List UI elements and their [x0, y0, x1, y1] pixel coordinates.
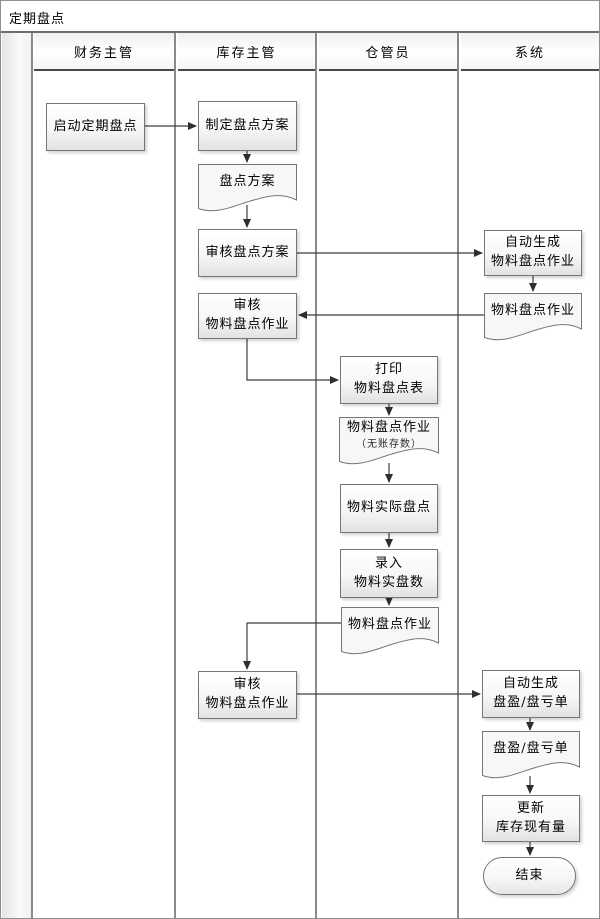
node-review-job-2-line1: 审核 — [233, 677, 262, 693]
node-auto-gen-job-line1: 自动生成 — [504, 235, 561, 251]
node-review-job-1-line1: 审核 — [233, 298, 262, 314]
node-job-doc-system-label: 物料盘点作业 — [490, 303, 575, 319]
lane-header-system: 系统 — [461, 33, 599, 71]
node-job-doc-no-qty: 物料盘点作业 （无账存数） — [339, 417, 439, 467]
node-plan-doc: 盘点方案 — [198, 164, 297, 214]
node-auto-gen-gainloss: 自动生成 盘盈/盘亏单 — [482, 670, 580, 718]
node-enter-count: 录入 物料实盘数 — [340, 549, 438, 598]
node-review-job-2-line2: 物料盘点作业 — [205, 696, 290, 711]
node-job-doc-warehouse: 物料盘点作业 — [341, 607, 439, 657]
node-gainloss-doc-label: 盘盈/盘亏单 — [493, 741, 569, 757]
node-start-label: 启动定期盘点 — [53, 118, 138, 134]
node-review-job-1-line2: 物料盘点作业 — [205, 317, 290, 332]
title-separator-line — [1, 31, 599, 33]
lane-header-finance-supervisor: 财务主管 — [34, 33, 174, 71]
node-review-job-2: 审核 物料盘点作业 — [198, 671, 297, 719]
lane-header-warehouse-keeper: 仓管员 — [319, 33, 457, 71]
node-print-sheet: 打印 物料盘点表 — [340, 356, 438, 404]
node-job-doc-no-qty-label: 物料盘点作业 — [346, 419, 431, 435]
node-update-onhand-line2: 库存现有量 — [495, 819, 566, 835]
node-auto-gen-job-line2: 物料盘点作业 — [490, 254, 575, 269]
node-update-onhand: 更新 库存现有量 — [482, 795, 580, 842]
node-enter-count-line2: 物料实盘数 — [353, 574, 424, 590]
node-plan-doc-label: 盘点方案 — [219, 174, 276, 190]
node-end-label: 结束 — [515, 867, 544, 883]
node-review-job-1: 审核 物料盘点作业 — [198, 293, 297, 339]
node-make-plan: 制定盘点方案 — [198, 101, 297, 151]
document-shape-icon — [482, 731, 580, 781]
document-shape-icon — [339, 417, 439, 467]
document-shape-icon — [198, 164, 297, 214]
node-print-sheet-line2: 物料盘点表 — [353, 381, 424, 396]
node-print-sheet-line1: 打印 — [374, 362, 403, 378]
node-physical-count-label: 物料实际盘点 — [346, 500, 431, 516]
node-update-onhand-line1: 更新 — [516, 800, 545, 816]
lane-system: 系统 — [461, 33, 599, 918]
node-end: 结束 — [483, 857, 576, 895]
document-shape-icon — [484, 293, 582, 343]
node-make-plan-label: 制定盘点方案 — [205, 117, 290, 133]
node-auto-gen-gainloss-line2: 盘盈/盘亏单 — [493, 695, 569, 710]
lane-finance-supervisor: 财务主管 — [34, 33, 176, 918]
lane-header-inventory-supervisor: 库存主管 — [178, 33, 315, 71]
node-auto-gen-job: 自动生成 物料盘点作业 — [484, 230, 582, 276]
node-start: 启动定期盘点 — [46, 103, 145, 151]
node-gainloss-doc: 盘盈/盘亏单 — [482, 731, 580, 781]
lane-inventory-supervisor: 库存主管 — [178, 33, 317, 918]
node-auto-gen-gainloss-line1: 自动生成 — [502, 676, 559, 692]
lane-warehouse-keeper: 仓管员 — [319, 33, 459, 918]
node-job-doc-system: 物料盘点作业 — [484, 293, 582, 343]
node-job-doc-no-qty-note: （无账存数） — [356, 438, 422, 450]
node-enter-count-line1: 录入 — [374, 555, 403, 571]
node-review-plan: 审核盘点方案 — [198, 229, 297, 277]
document-shape-icon — [341, 607, 439, 657]
diagram-title: 定期盘点 — [9, 12, 66, 27]
phase-strip — [2, 33, 33, 918]
node-review-plan-label: 审核盘点方案 — [205, 244, 290, 260]
node-physical-count: 物料实际盘点 — [340, 484, 438, 533]
node-job-doc-warehouse-label: 物料盘点作业 — [347, 617, 432, 633]
